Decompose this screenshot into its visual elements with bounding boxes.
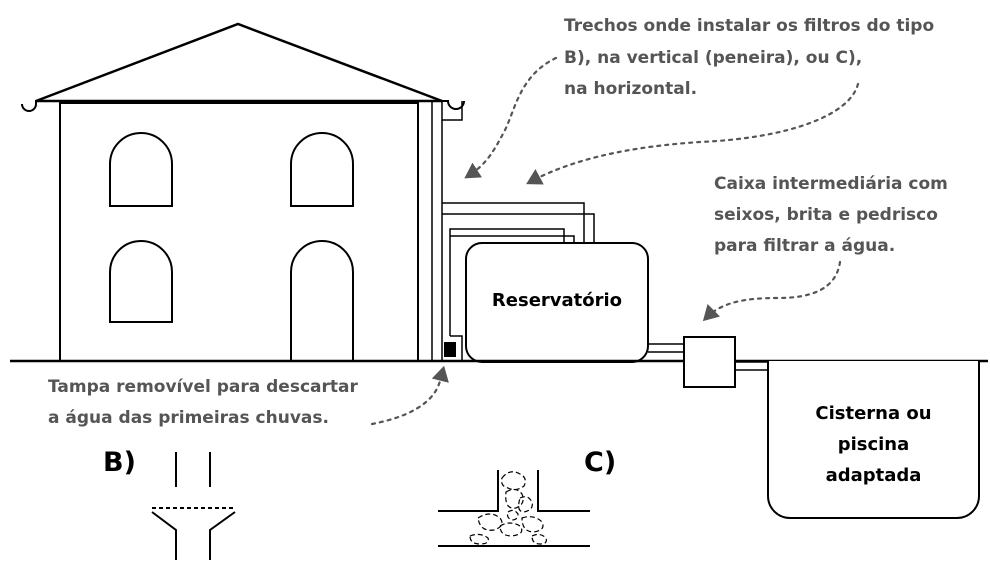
arrow-to-vertical-filter xyxy=(464,56,558,179)
left-gutter xyxy=(21,100,46,112)
cistern xyxy=(767,361,980,519)
window-top-right xyxy=(290,132,354,207)
intermediate-box xyxy=(683,336,736,388)
filter-c-label: C) xyxy=(584,447,617,478)
right-gutter xyxy=(432,100,465,110)
house xyxy=(21,22,465,362)
box-annotation-line1: Caixa intermediária com xyxy=(714,174,948,194)
cap-annotation-line2: a água das primeiras chuvas. xyxy=(48,408,329,428)
annotation-arrows xyxy=(370,56,860,426)
arrow-to-removable-cap xyxy=(370,365,449,426)
window-bottom-left xyxy=(109,240,173,323)
arrow-to-horizontal-filter xyxy=(526,82,860,185)
reservoir-label: Reservatório xyxy=(491,290,623,311)
cistern-label-line1: Cisterna ou xyxy=(815,403,932,424)
filters-annotation-line1: Trechos onde instalar os filtros do tipo xyxy=(564,16,935,36)
box-annotation-line3: para filtrar a água. xyxy=(714,236,896,256)
window-top-left xyxy=(109,132,173,207)
cistern-label-line2: piscina xyxy=(837,434,910,455)
filter-c-gravel xyxy=(469,471,547,545)
filter-c-detail xyxy=(438,470,590,547)
arrow-to-intermediate-box xyxy=(702,260,842,322)
connecting-pipes xyxy=(648,343,768,371)
door xyxy=(290,240,354,361)
filters-annotation-line3: na horizontal. xyxy=(564,79,698,99)
cap-annotation-line1: Tampa removível para descartar xyxy=(48,377,358,397)
downpipes xyxy=(431,101,595,361)
filter-b-detail xyxy=(151,452,236,560)
removable-cap xyxy=(444,342,456,357)
filter-b-label: B) xyxy=(103,447,136,478)
filters-annotation-line2: B), na vertical (peneira), ou C), xyxy=(564,48,863,68)
cistern-label-line3: adaptada xyxy=(825,465,922,486)
house-roof xyxy=(35,22,443,103)
box-annotation-line2: seixos, brita e pedrisco xyxy=(714,205,938,225)
